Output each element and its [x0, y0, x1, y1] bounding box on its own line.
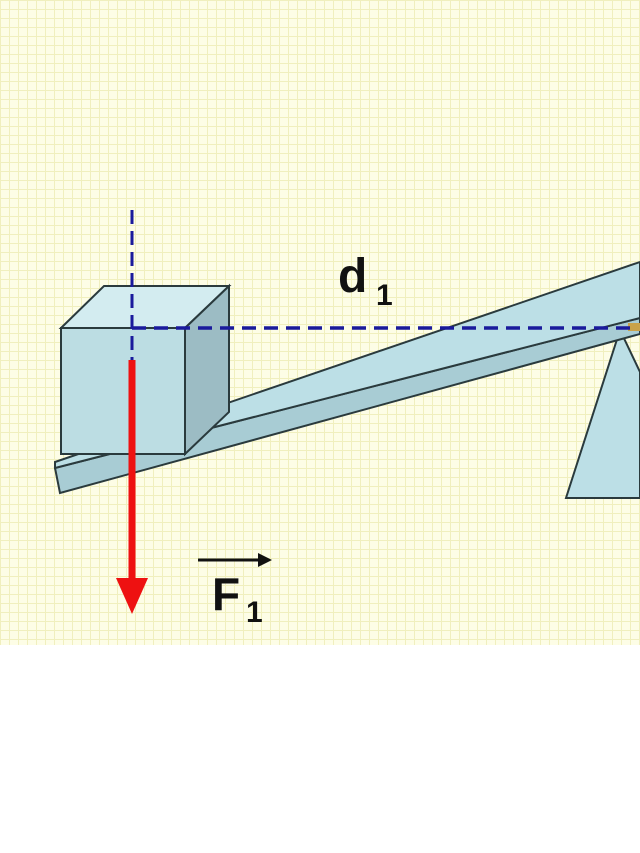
weight-box-front: [60, 327, 186, 455]
distance-label-subscript: 1: [376, 279, 393, 312]
force-label-main: F: [212, 568, 240, 620]
fulcrum-contact: [628, 323, 640, 331]
weight-box-side: [184, 283, 230, 457]
distance-label-main: d: [338, 250, 367, 303]
force-arrow-head: [116, 578, 148, 614]
distance-label: d 1: [338, 250, 393, 312]
force-label-subscript: 1: [246, 596, 263, 629]
force-vector-arrow-head: [258, 553, 272, 567]
fulcrum: [564, 327, 640, 499]
lever-diagram: d 1 F 1: [0, 0, 640, 645]
force-label: F 1: [212, 568, 263, 629]
